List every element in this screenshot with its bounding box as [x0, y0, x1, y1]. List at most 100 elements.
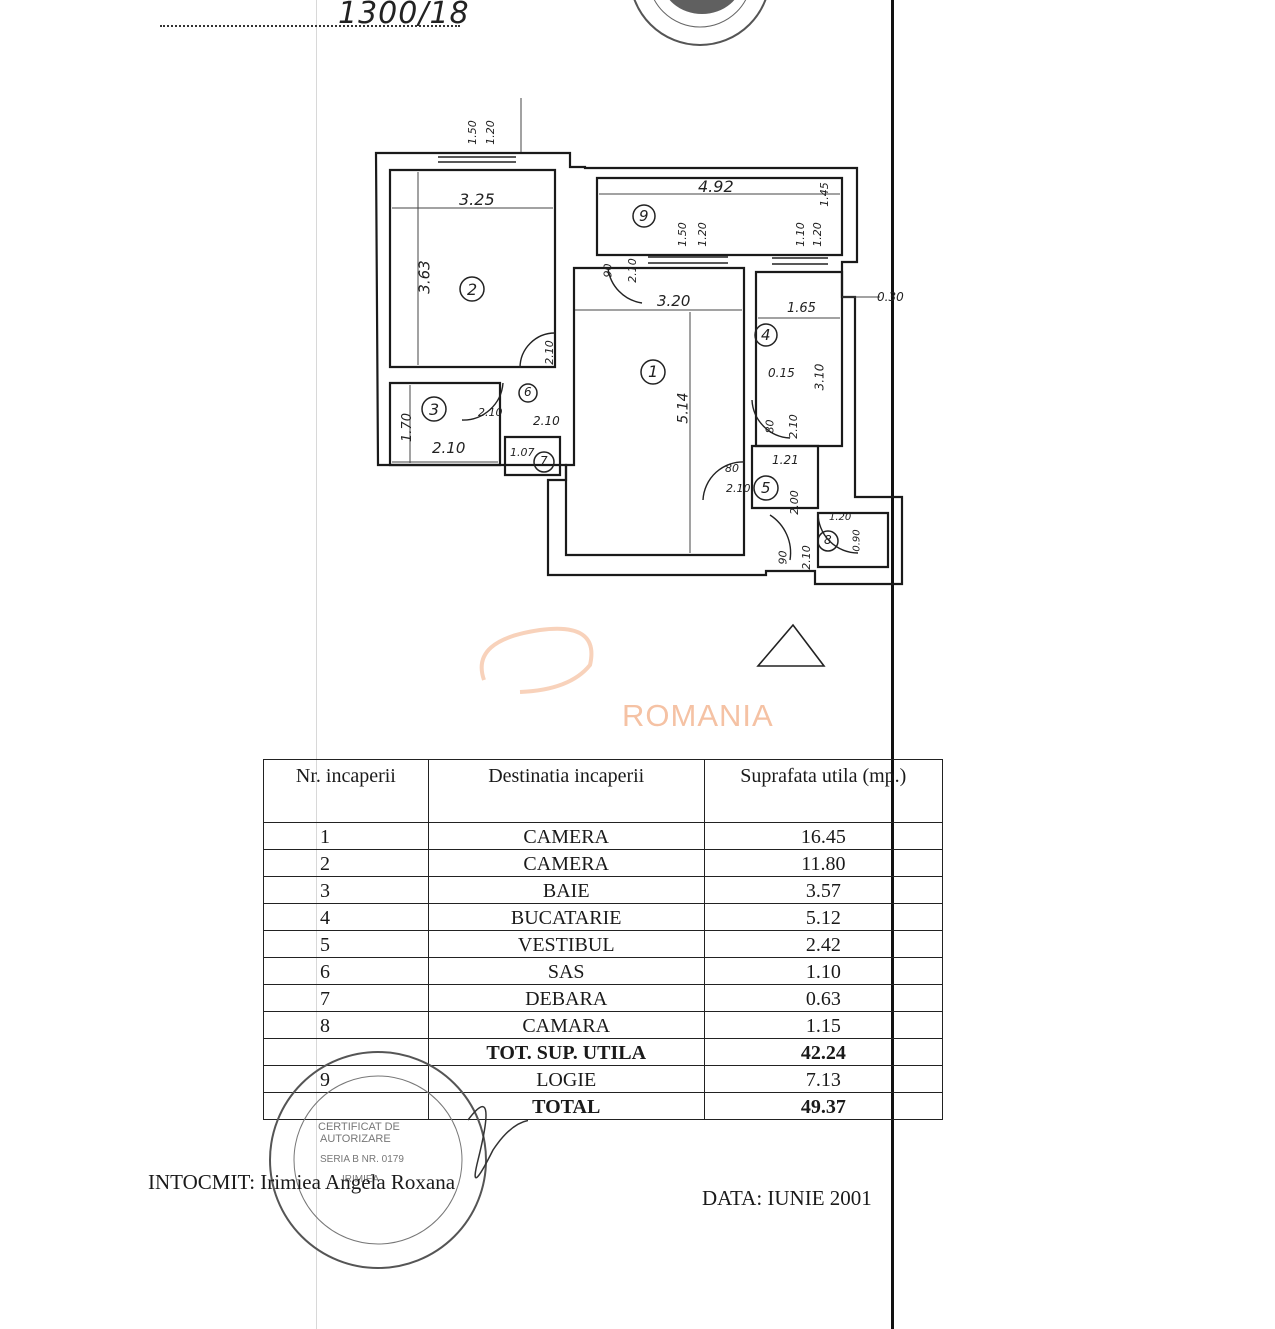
prepared-by: INTOCMIT: Irimiea Angela Roxana: [148, 1170, 456, 1194]
dim-label: 1.70: [399, 413, 415, 442]
room-number: 3: [429, 400, 440, 419]
top-stamp: [633, 0, 767, 46]
room-marker-7: [533, 451, 555, 473]
room-area-cell: 1.10: [703, 957, 944, 985]
table-row: 5 VESTIBUL 2.42: [263, 930, 944, 958]
room-number: 1: [648, 362, 659, 381]
dim-label: 2.10: [533, 414, 560, 428]
dim-label: 1.50: [675, 222, 689, 247]
dim-label: 1.50: [465, 120, 479, 145]
room-destination-cell: VESTIBUL: [427, 930, 705, 958]
dim-label: 5.14: [675, 392, 692, 424]
subtotal-row: TOT. SUP. UTILA 42.24: [263, 1038, 944, 1066]
page-margin-line: [316, 0, 317, 1329]
room-number: 5: [761, 479, 771, 497]
dim-label: 2.10: [726, 482, 751, 495]
dim-label: 1.20: [829, 512, 852, 523]
room-number: 8: [824, 533, 832, 547]
room-number: 9: [639, 207, 649, 225]
room-2-walls: [388, 168, 557, 369]
room-number: 2: [467, 280, 478, 299]
dim-label: 3.63: [415, 260, 434, 294]
room-1-walls: [564, 266, 746, 557]
room-marker-2: [459, 276, 485, 302]
table-row: 6 SAS 1.10: [263, 957, 944, 985]
dim-label: 2.00: [787, 490, 801, 515]
room-marker-5: [753, 475, 779, 501]
north-arrow-icon: [756, 623, 826, 667]
table-row: 3 BAIE 3.57: [263, 876, 944, 904]
dim-label: 3.10: [812, 363, 827, 391]
room-area-cell: 7.13: [703, 1065, 944, 1093]
dim-label: 1.20: [483, 120, 497, 145]
subtotal-area: 42.24: [703, 1038, 944, 1066]
room-destination-cell: BAIE: [427, 876, 705, 904]
room-destination-cell: SAS: [427, 957, 705, 985]
dim-label: 90: [776, 550, 790, 565]
svg-text:SERIA B NR. 0179: SERIA B NR. 0179: [320, 1154, 404, 1165]
room-destination-cell: CAMARA: [427, 1011, 705, 1039]
room-number-cell: 5: [263, 930, 429, 958]
room-8-walls: [816, 511, 890, 569]
room-area-cell: 5.12: [703, 903, 944, 931]
room-number-cell: 1: [263, 822, 429, 850]
room-number: 4: [761, 326, 771, 344]
room-destination-cell: CAMERA: [427, 849, 705, 877]
table-row: 2 CAMERA 11.80: [263, 849, 944, 877]
watermark-logo-icon: [479, 626, 594, 694]
table-row: 9 LOGIE 7.13: [263, 1065, 944, 1093]
dim-label: 90: [601, 263, 615, 278]
page-edge-line: [891, 0, 894, 1329]
signature-icon: [467, 1106, 528, 1179]
total-label: TOTAL: [427, 1092, 705, 1120]
dim-label: 2.10: [786, 414, 800, 439]
room-area-cell: 11.80: [703, 849, 944, 877]
dim-label: 0.15: [768, 366, 795, 380]
header-room-number: Nr. incaperii: [263, 759, 429, 823]
dim-label: 2.10: [542, 340, 556, 365]
room-marker-3: [421, 396, 447, 422]
room-marker-6: [518, 383, 538, 403]
room-destination-cell: BUCATARIE: [427, 903, 705, 931]
svg-text:IRIMIEA: IRIMIEA: [342, 1174, 380, 1185]
room-5-walls: [750, 444, 820, 510]
table-row: 8 CAMARA 1.15: [263, 1011, 944, 1039]
dim-label: 0.30: [877, 290, 904, 304]
dim-label: 80: [725, 462, 739, 475]
dim-label: 80: [763, 419, 777, 434]
table-row: 1 CAMERA 16.45: [263, 822, 944, 850]
dim-label: 1.10: [793, 222, 807, 247]
room-number-cell: 7: [263, 984, 429, 1012]
watermark-text: ROMANIA: [622, 698, 774, 733]
outer-wall: [374, 151, 904, 586]
dim-label: 1.07: [510, 446, 535, 459]
dim-label: 2.10: [432, 439, 466, 457]
dim-label: 1.20: [695, 222, 709, 247]
total-area: 49.37: [703, 1092, 944, 1120]
room-area-cell: 3.57: [703, 876, 944, 904]
room-number: 6: [524, 385, 532, 399]
header-usable-area: Suprafata utila (mp.): [703, 759, 944, 823]
dim-label: 4.92: [698, 177, 734, 196]
svg-text:CERTIFICAT DE: CERTIFICAT DE: [318, 1121, 400, 1133]
room-marker-8: [817, 530, 839, 552]
document-date: DATA: IUNIE 2001: [702, 1186, 872, 1210]
room-number-cell: 6: [263, 957, 429, 985]
room-4-walls: [754, 270, 844, 448]
room-number-cell: 3: [263, 876, 429, 904]
dim-label: 2.10: [625, 258, 639, 283]
subtotal-blank-cell: [263, 1038, 429, 1066]
dim-label: 2.10: [799, 545, 813, 570]
room-number-cell: 2: [263, 849, 429, 877]
subtotal-label: TOT. SUP. UTILA: [427, 1038, 705, 1066]
dim-label: 1.65: [787, 301, 816, 316]
room-marker-4: [754, 323, 778, 347]
authorization-stamp: CERTIFICAT DE AUTORIZARE SERIA B NR. 017…: [269, 1051, 528, 1269]
dim-label: 3.20: [657, 292, 691, 310]
room-number: 7: [540, 454, 548, 468]
dim-label: 1.45: [817, 182, 831, 207]
room-area-cell: 16.45: [703, 822, 944, 850]
dim-label: 1.20: [810, 222, 824, 247]
room-area-cell: 0.63: [703, 984, 944, 1012]
